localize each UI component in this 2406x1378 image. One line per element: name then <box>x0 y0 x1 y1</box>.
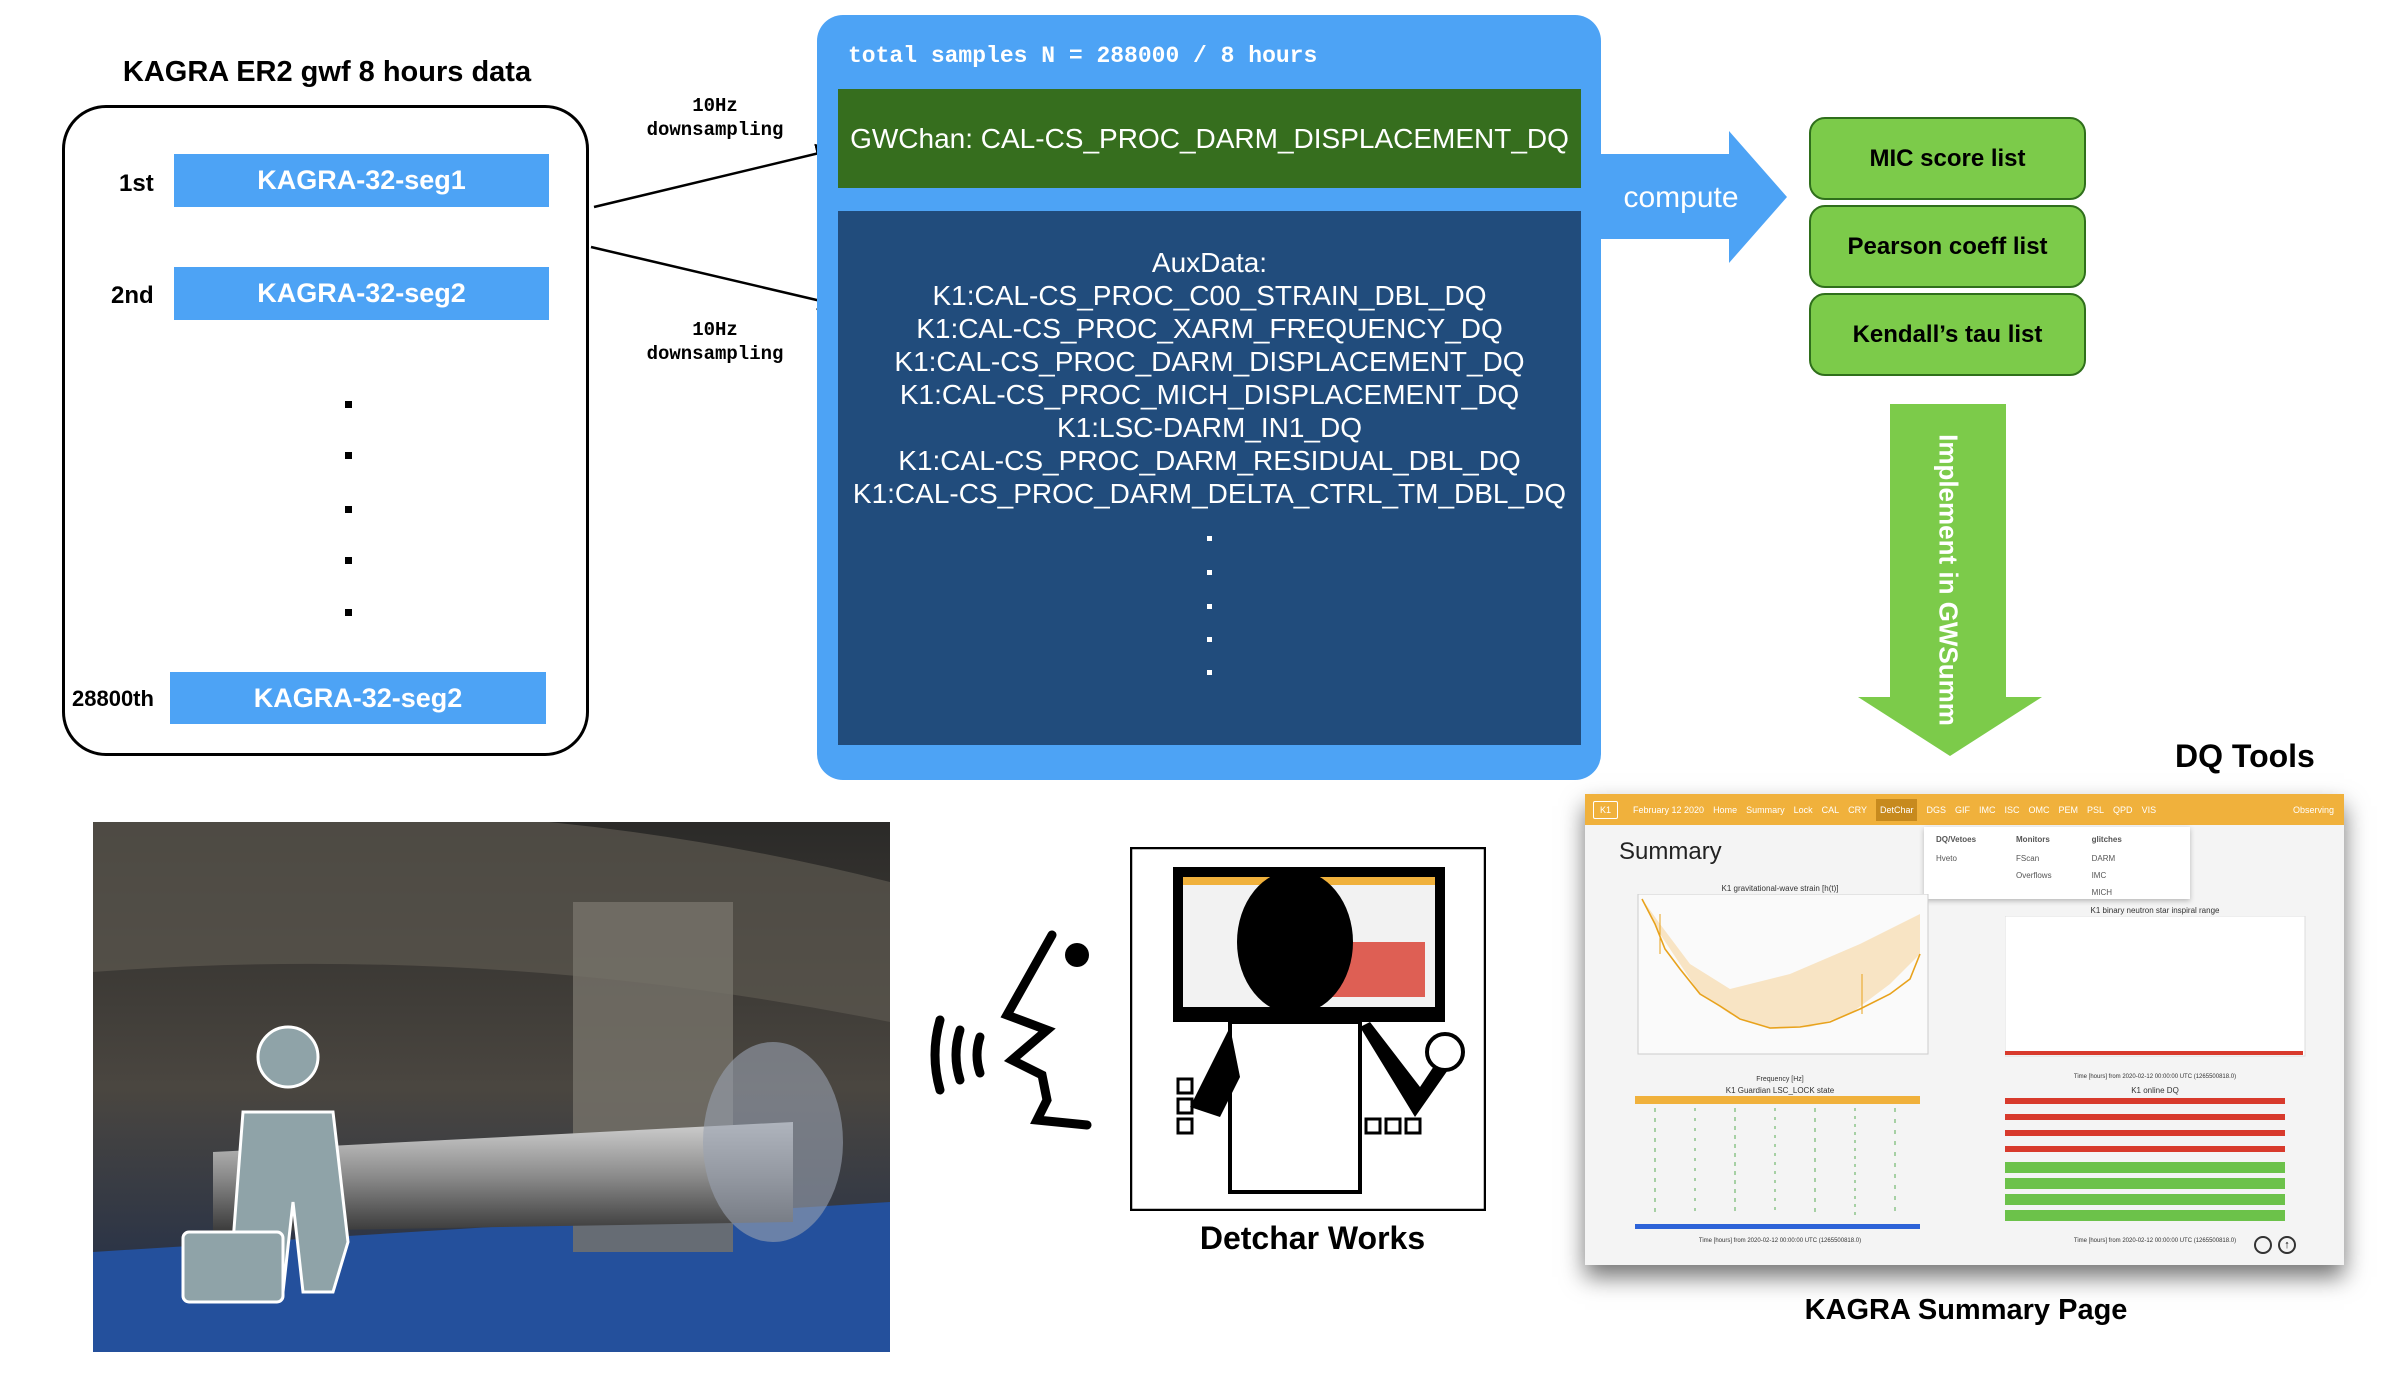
ellipsis-dot <box>345 401 352 408</box>
dropdown-item[interactable]: Hveto <box>1936 854 1957 863</box>
nav-item[interactable]: ISC <box>2004 804 2020 815</box>
plot-xlabel: Time [hours] from 2020-02-12 00:00:00 UT… <box>2073 1074 2237 1080</box>
nav-item[interactable]: OMC <box>2028 804 2050 815</box>
dq-tools-label: DQ Tools <box>2175 738 2315 774</box>
nav-item[interactable]: VIS <box>2141 804 2157 815</box>
detchar-works-illustration <box>1130 847 1486 1211</box>
mic-score-list: MIC score list <box>1809 117 2086 200</box>
segment-ordinal: 2nd <box>111 282 154 309</box>
implement-arrow <box>1858 404 2042 756</box>
gwchan-box: GWChan: CAL-CS_PROC_DARM_DISPLACEMENT_DQ <box>838 89 1581 188</box>
state-selector[interactable]: Observing <box>2292 804 2334 815</box>
date-selector[interactable]: February 12 2020 <box>1633 804 1705 815</box>
aux-channel: K1:CAL-CS_PROC_XARM_FREQUENCY_DQ <box>916 313 1503 344</box>
segment-list-box <box>62 105 589 756</box>
plot-title: K1 Guardian LSC_LOCK state <box>1725 1086 1835 1095</box>
nav-item[interactable]: PSL <box>2087 804 2105 815</box>
summary-page-screenshot: K1 February 12 2020 Home Summary Lock CA… <box>1585 794 2344 1265</box>
plot-title: K1 gravitational-wave strain [h(t)] <box>1721 884 1839 893</box>
aux-channel: K1:CAL-CS_PROC_DARM_DELTA_CTRL_TM_DBL_DQ <box>852 478 1567 509</box>
downsampling-label: 10Hz downsampling <box>630 318 800 366</box>
pearson-coeff-list: Pearson coeff list <box>1809 205 2086 288</box>
downsampling-text: downsampling <box>646 119 784 141</box>
segment-block: KAGRA-32-seg2 <box>174 267 549 320</box>
dropdown-item[interactable]: FScan <box>2016 854 2040 863</box>
guardian-state-plot <box>1635 1096 1920 1229</box>
nav-item-active[interactable]: DetChar <box>1875 798 1918 821</box>
ellipsis-dot <box>345 452 352 459</box>
summary-page-caption: KAGRA Summary Page <box>1804 1294 2128 1326</box>
summary-title: Summary <box>1619 838 1722 865</box>
downsampling-rate: 10Hz <box>692 319 738 341</box>
auxdata-title: AuxData: <box>1151 247 1268 278</box>
plot-title: K1 binary neutron star inspiral range <box>2090 906 2220 915</box>
gwf-data-title: KAGRA ER2 gwf 8 hours data <box>122 56 532 88</box>
nav-item[interactable]: DGS <box>1926 804 1946 815</box>
downsampling-text: downsampling <box>646 343 784 365</box>
nav-item[interactable]: QPD <box>2113 804 2133 815</box>
summary-nav-bar: K1 February 12 2020 Home Summary Lock CA… <box>1585 794 2344 825</box>
dropdown-header: Monitors <box>2016 835 2050 844</box>
arrow-to-auxdata <box>590 245 841 311</box>
dropdown-header: DQ/Vetoes <box>1936 835 1977 844</box>
gwchan-label: GWChan: CAL-CS_PROC_DARM_DISPLACEMENT_DQ <box>850 122 1569 154</box>
nav-item[interactable]: PEM <box>2058 804 2079 815</box>
segment-ordinal: 1st <box>119 170 154 197</box>
plot-title: K1 online DQ <box>2131 1086 2179 1095</box>
ellipsis-dot <box>345 609 352 616</box>
nav-item[interactable]: CRY <box>1848 804 1867 815</box>
compute-label: compute <box>1623 181 1739 214</box>
bns-range-plot <box>2005 916 2306 1057</box>
aux-channel: K1:CAL-CS_PROC_DARM_DISPLACEMENT_DQ <box>894 346 1525 377</box>
compute-arrow <box>1601 131 1787 263</box>
nav-item[interactable]: GIF <box>1955 804 1970 815</box>
plot-xlabel: Time [hours] from 2020-02-12 00:00:00 UT… <box>2073 1238 2237 1244</box>
aux-channel: K1:CAL-CS_PROC_C00_STRAIN_DBL_DQ <box>932 280 1487 311</box>
layers-button[interactable] <box>2254 1236 2272 1254</box>
nav-item[interactable]: CAL <box>1821 804 1840 815</box>
kagra-tunnel-photo <box>93 822 890 1352</box>
downsampling-label: 10Hz downsampling <box>630 94 800 142</box>
connector-arrows <box>590 143 841 311</box>
downsampling-rate: 10Hz <box>692 95 738 117</box>
dropdown-header: glitches <box>2091 835 2122 844</box>
segment-ordinal: 28800th <box>72 686 154 711</box>
arrow-to-gwchan <box>593 143 839 209</box>
segment-block: KAGRA-32-seg2 <box>170 672 546 724</box>
aux-ellipsis <box>838 510 1581 675</box>
nav-item[interactable]: IMC <box>1979 804 1996 815</box>
online-dq-plot <box>2005 1098 2285 1221</box>
ellipsis-dot <box>345 506 352 513</box>
implement-label: Implement in GWSumm <box>1933 434 1964 726</box>
aux-channel: K1:LSC-DARM_IN1_DQ <box>1057 412 1362 443</box>
dropdown-item[interactable]: Overflows <box>2016 871 2052 880</box>
total-samples-header: total samples N = 288000 / 8 hours <box>848 43 1318 69</box>
aux-channel: K1:CAL-CS_PROC_DARM_RESIDUAL_DBL_DQ <box>898 445 1521 476</box>
strain-spectrum-plot <box>1637 894 1929 1055</box>
plot-xlabel: Time [hours] from 2020-02-12 00:00:00 UT… <box>1698 1238 1862 1244</box>
detchar-works-label: Detchar Works <box>1199 1220 1426 1256</box>
plot-xlabel: Frequency [Hz] <box>1756 1076 1804 1083</box>
nav-item[interactable]: Home <box>1713 804 1738 815</box>
site-selector[interactable]: K1 <box>1593 800 1619 819</box>
dropdown-item[interactable]: IMC <box>2091 871 2107 880</box>
nav-item[interactable]: Lock <box>1793 804 1813 815</box>
kendall-tau-list: Kendall’s tau list <box>1809 293 2086 376</box>
aux-channel: K1:CAL-CS_PROC_MICH_DISPLACEMENT_DQ <box>899 379 1520 410</box>
auxdata-box: AuxData: K1:CAL-CS_PROC_C00_STRAIN_DBL_D… <box>838 211 1581 745</box>
scroll-top-button[interactable]: ↑ <box>2278 1236 2296 1254</box>
segment-block: KAGRA-32-seg1 <box>174 154 549 207</box>
speaking-face-icon <box>930 930 1092 1130</box>
nav-item[interactable]: Summary <box>1746 804 1785 815</box>
dropdown-item[interactable]: MICH <box>2091 888 2113 897</box>
dropdown-item[interactable]: DARM <box>2091 854 2116 863</box>
worker-icon <box>181 1025 350 1304</box>
ellipsis-dot <box>345 557 352 564</box>
